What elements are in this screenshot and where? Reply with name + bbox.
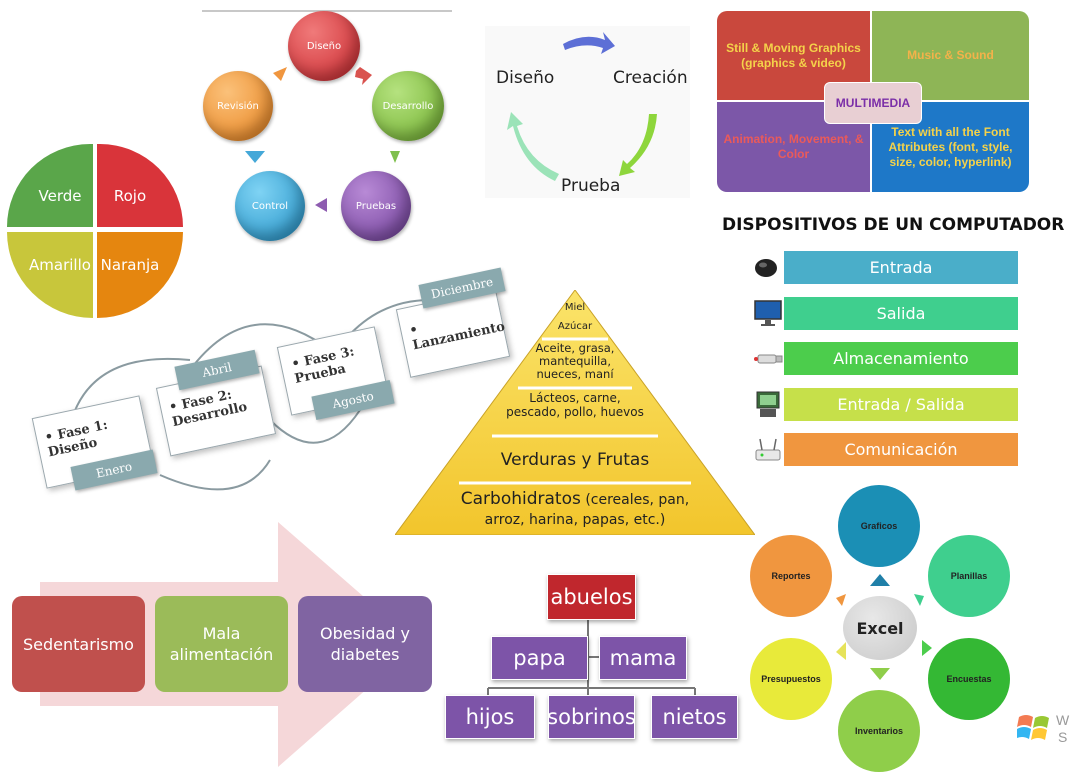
family-node-nietos: nietos <box>651 695 738 739</box>
cycle-node-pruebas: Pruebas <box>341 171 411 241</box>
excel-node-encuestas: Encuestas <box>928 638 1010 720</box>
family-node-mama: mama <box>599 636 687 680</box>
mouse-icon <box>755 259 777 277</box>
cycle-diagram-arrows <box>245 67 400 212</box>
device-bar-almacenamiento: Almacenamiento <box>784 342 1018 375</box>
green-arrow-icon <box>619 114 657 176</box>
device-bar-comunicacion: Comunicación <box>784 433 1018 466</box>
family-node-papa: papa <box>491 636 588 680</box>
pyramid-carbohidratos-detail: (cereales, pan, arroz, harina, papas, et… <box>484 492 690 528</box>
circle-q-verde: Verde <box>7 144 93 227</box>
cycle-node-desarrollo: Desarrollo <box>372 71 444 141</box>
device-bar-salida: Salida <box>784 297 1018 330</box>
excel-node-inventarios: Inventarios <box>838 690 920 772</box>
circle-q-rojo: Rojo <box>97 144 183 227</box>
excel-arrows <box>836 574 932 680</box>
pyramid-verduras: Verduras y Frutas <box>500 450 650 470</box>
arrow-down-icon <box>870 668 890 680</box>
cycle-node-revision: Revisión <box>203 71 273 141</box>
router-icon <box>755 438 781 461</box>
cycle2-label-diseno: Diseño <box>496 68 555 88</box>
multimedia-block: Still & Moving Graphics (graphics & vide… <box>717 11 1029 192</box>
arrow-left-icon <box>836 642 846 660</box>
excel-node-planillas: Planillas <box>928 535 1010 617</box>
arrow-down-icon <box>390 151 400 163</box>
device-bar-entrada: Entrada <box>784 251 1018 284</box>
process-box-obesidad: Obesidad y diabetes <box>298 596 432 692</box>
watermark-text-1: W <box>1056 712 1070 728</box>
pyramid-lacteos: Lácteos, carne, pescado, pollo, huevos <box>506 391 644 419</box>
cycle-node-control: Control <box>235 171 305 241</box>
teal-arrow-icon <box>507 112 559 181</box>
process-box-sedentarismo: Sedentarismo <box>12 596 145 692</box>
multimedia-q3: Animation, Movement, & Color <box>717 102 870 192</box>
family-node-sobrinos: sobrinos <box>547 695 636 739</box>
arrow-up-icon <box>870 574 890 586</box>
cycle2-arrows <box>507 32 657 181</box>
multimedia-q1: Still & Moving Graphics (graphics & vide… <box>717 11 870 100</box>
arrow-up-icon <box>245 151 265 163</box>
pyramid-miel: Miel <box>564 302 586 313</box>
process-box-mala-alimentacion: Mala alimentación <box>155 596 288 692</box>
excel-node-graficos: Graficos <box>838 485 920 567</box>
arrow-upright-icon <box>273 67 287 81</box>
cycle2-label-prueba: Prueba <box>561 176 621 196</box>
monitor-icon <box>754 300 782 326</box>
family-node-hijos: hijos <box>445 695 535 739</box>
arrow-left-icon <box>315 198 327 212</box>
cycle-node-diseno: Diseño <box>288 11 360 81</box>
devices-title: DISPOSITIVOS DE UN COMPUTADOR <box>722 215 1065 235</box>
excel-node-reportes: Reportes <box>750 535 832 617</box>
cycle2-label-creacion: Creación <box>613 68 688 88</box>
arrow-right-icon <box>922 640 932 656</box>
pyramid-carbohidratos: Carbohidratos (cereales, pan, arroz, har… <box>395 489 755 530</box>
blue-arrow-icon <box>563 32 615 54</box>
pyramid-aceite: Aceite, grasa, mantequilla, nueces, maní <box>535 341 615 381</box>
food-pyramid <box>395 290 755 535</box>
usb-drive-icon <box>754 354 783 364</box>
touchscreen-terminal-icon <box>756 391 780 417</box>
excel-node-presupuestos: Presupuestos <box>750 638 832 720</box>
device-bar-entrada-salida: Entrada / Salida <box>784 388 1018 421</box>
arrow-upright-icon <box>914 594 924 606</box>
family-node-abuelos: abuelos <box>547 574 636 620</box>
pyramid-carbohidratos-title: Carbohidratos <box>460 489 581 509</box>
excel-center: Excel <box>843 596 917 660</box>
watermark-text-2: S <box>1058 729 1068 745</box>
windows-logo-icon <box>1017 715 1049 740</box>
arrow-right-icon <box>355 67 372 85</box>
cycle2-panel <box>485 26 690 198</box>
pyramid-azucar: Azúcar <box>557 321 593 332</box>
arrow-upleft-icon <box>836 594 846 606</box>
multimedia-center: MULTIMEDIA <box>824 82 922 124</box>
color-circle: Verde Rojo Amarillo Naranja <box>7 144 183 318</box>
